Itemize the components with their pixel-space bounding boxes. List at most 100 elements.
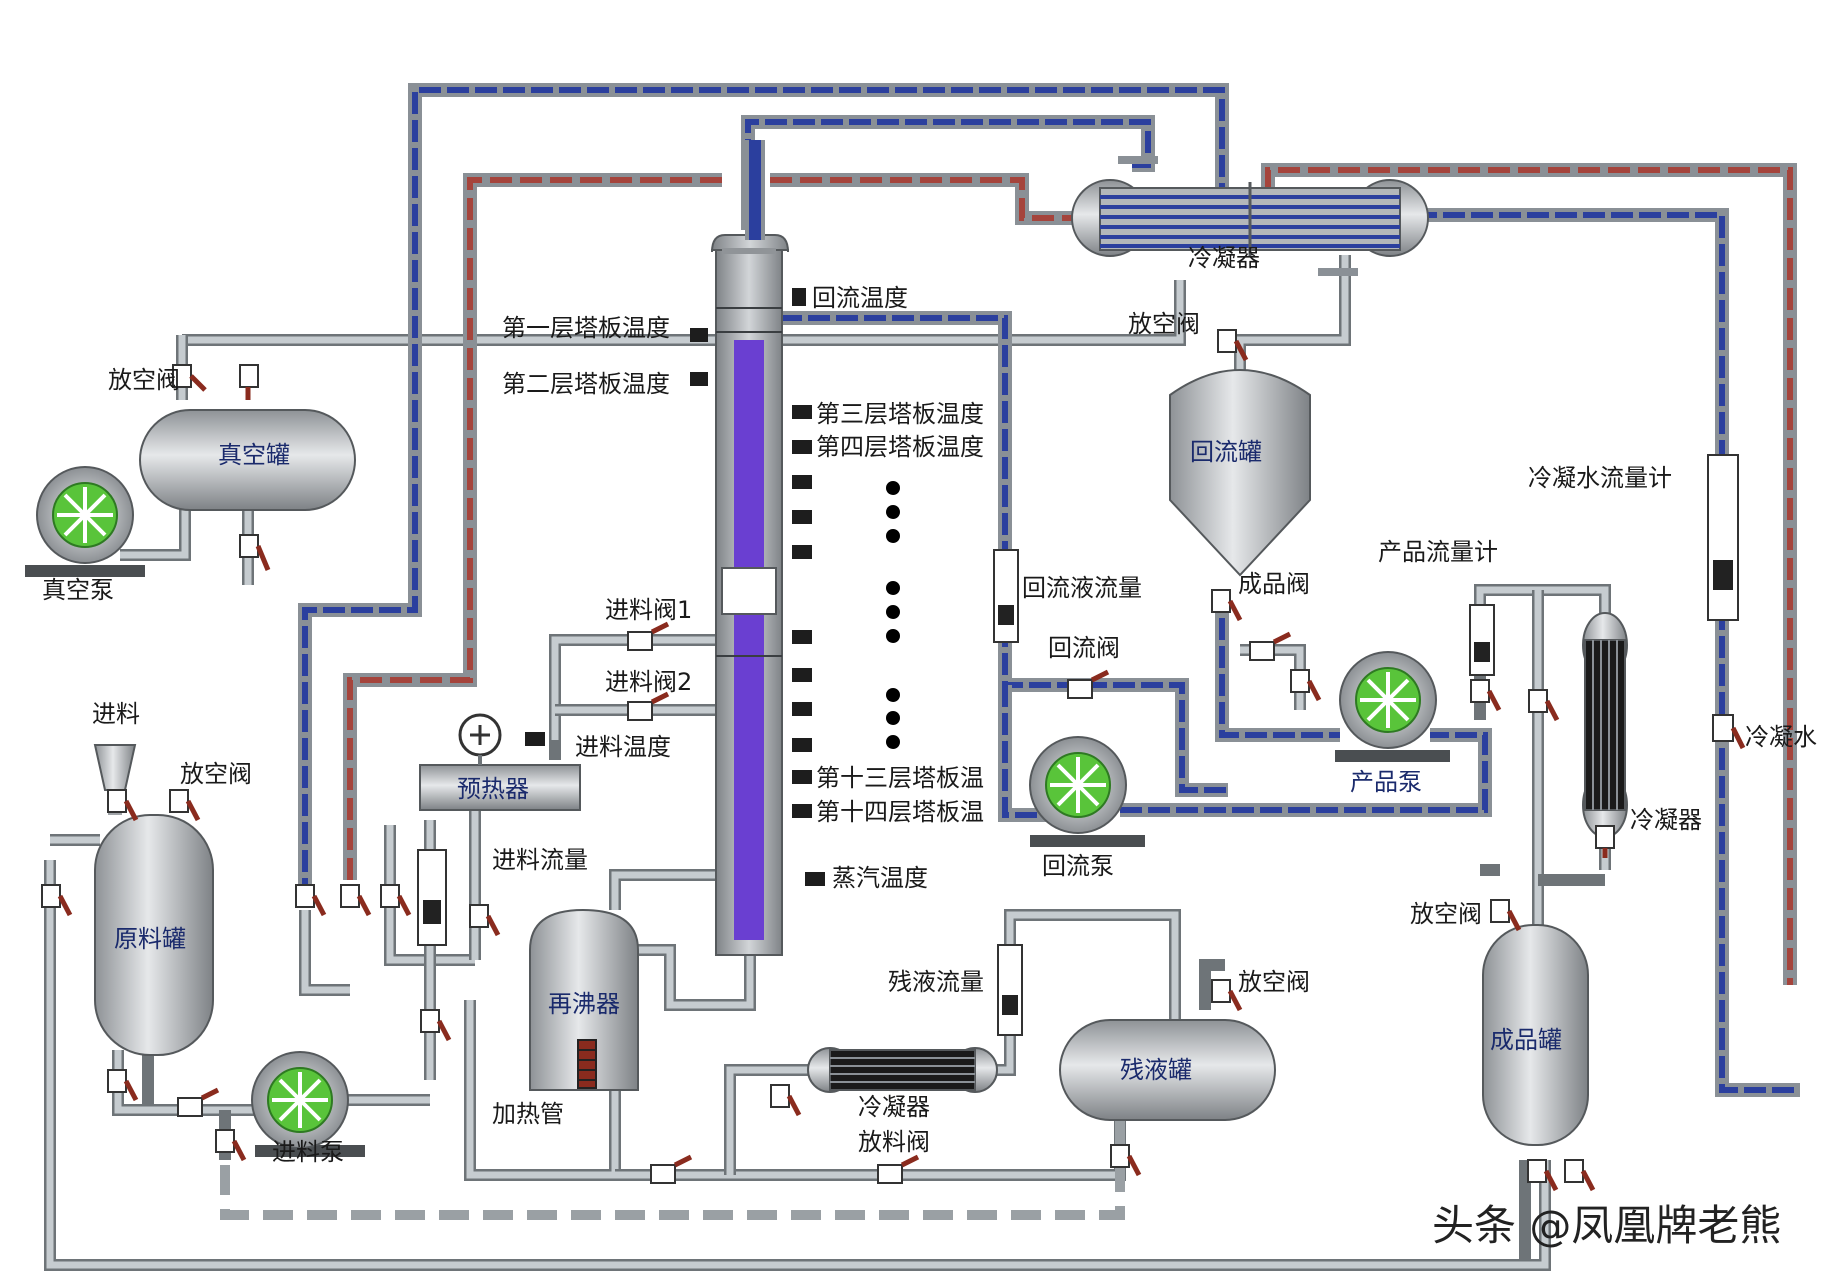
product-pump[interactable]: 产品泵 xyxy=(1335,651,1450,796)
thermometer-icon xyxy=(690,328,708,342)
reboiler: 再沸器 加热管 xyxy=(492,908,639,1128)
valve-icon[interactable] xyxy=(420,1009,452,1042)
vent-valve-label-raw: 放空阀 xyxy=(180,760,252,788)
feed-valve-1-label: 进料阀1 xyxy=(605,596,692,624)
valve-icon[interactable] xyxy=(1712,714,1746,750)
valves[interactable] xyxy=(41,329,1746,1192)
valve-icon[interactable] xyxy=(1110,1144,1142,1177)
residue-tank: 残液罐 xyxy=(1059,1019,1276,1121)
valve-icon[interactable] xyxy=(1211,589,1243,622)
valve-icon[interactable] xyxy=(1527,1159,1559,1192)
cooling-water-label: 冷凝水 xyxy=(1745,723,1817,751)
raw-tank-label: 原料罐 xyxy=(114,925,186,953)
product-condenser: 冷凝器 xyxy=(1582,612,1702,838)
heating-tube-label: 加热管 xyxy=(492,1100,564,1128)
pump-icon xyxy=(1050,757,1106,813)
tray13-temp-label: 第十三层塔板温 xyxy=(816,764,984,792)
valve-icon[interactable] xyxy=(177,1087,220,1117)
preheater-label: 预热器 xyxy=(457,775,529,803)
reflux-flowmeter xyxy=(993,549,1019,643)
feed-pump[interactable]: 进料泵 xyxy=(251,1051,365,1166)
valve-icon[interactable] xyxy=(627,621,670,651)
pressure-gauge-icon xyxy=(458,713,502,765)
thermometer-icon xyxy=(792,440,812,454)
valve-icon[interactable] xyxy=(340,884,372,917)
vent-valve-label-vacuum: 放空阀 xyxy=(108,366,180,394)
valve-icon[interactable] xyxy=(107,1069,139,1102)
vent-valve-label-reflux: 放空阀 xyxy=(1128,310,1200,338)
residue-condenser: 冷凝器 xyxy=(807,1047,998,1121)
valve-icon[interactable] xyxy=(295,884,327,917)
valve-icon[interactable] xyxy=(469,904,501,937)
reflux-liquid-flow-label: 回流液流量 xyxy=(1022,574,1142,602)
vacuum-pump-label: 真空泵 xyxy=(42,576,114,604)
preheater: 预热器 xyxy=(419,713,581,811)
valve-icon[interactable] xyxy=(1595,825,1615,858)
valve-icon[interactable] xyxy=(877,1154,920,1184)
valve-icon[interactable] xyxy=(1528,689,1560,722)
tray4-temp-label: 第四层塔板温度 xyxy=(816,433,984,461)
valve-icon[interactable] xyxy=(1470,679,1502,712)
valve-icon[interactable] xyxy=(107,789,139,822)
valve-icon[interactable] xyxy=(1290,669,1322,702)
feed-flowmeter xyxy=(417,849,447,946)
reflux-temp-label: 回流温度 xyxy=(812,284,908,312)
product-condenser-label: 冷凝器 xyxy=(1630,806,1702,834)
distillation-column xyxy=(711,140,789,956)
vacuum-tank: 真空罐 xyxy=(139,409,356,511)
raw-material-tank: 原料罐 xyxy=(94,814,214,1056)
feed-pump-label: 进料泵 xyxy=(272,1138,344,1166)
thermometer-icon xyxy=(792,702,812,716)
valve-icon[interactable] xyxy=(1211,979,1243,1012)
watermark: 头条 @凤凰牌老熊 xyxy=(1432,1201,1781,1250)
reflux-pump[interactable]: 回流泵 xyxy=(1029,736,1145,880)
valve-icon[interactable] xyxy=(215,1129,247,1162)
vacuum-pump[interactable]: 真空泵 xyxy=(25,466,145,604)
valve-icon[interactable] xyxy=(172,364,207,392)
valve-icon[interactable] xyxy=(380,884,412,917)
thermometer-icon xyxy=(792,545,812,559)
thermometer-icon xyxy=(792,630,812,644)
tray3-temp-label: 第三层塔板温度 xyxy=(816,400,984,428)
product-flowmeter xyxy=(1469,604,1495,676)
valve-icon[interactable] xyxy=(169,789,201,822)
feed-temp-label: 进料温度 xyxy=(575,733,671,761)
pipes-hot xyxy=(343,163,1797,985)
residue-flow-label: 残液流量 xyxy=(888,968,984,996)
valve-icon[interactable] xyxy=(41,884,73,917)
valve-icon[interactable] xyxy=(650,1154,693,1184)
tray14-temp-label: 第十四层塔板温 xyxy=(816,798,984,826)
thermometer-icon xyxy=(792,804,812,818)
reflux-tank-label: 回流罐 xyxy=(1190,438,1262,466)
valve-icon[interactable] xyxy=(627,691,670,721)
thermometer-icon xyxy=(805,872,825,886)
top-condenser-label: 冷凝器 xyxy=(1188,244,1260,272)
valve-icon[interactable] xyxy=(239,534,271,571)
thermometer-icon xyxy=(792,288,806,306)
reflux-valve-label: 回流阀 xyxy=(1048,634,1120,662)
thermometer-icon xyxy=(792,405,812,419)
valve-icon[interactable] xyxy=(1564,1159,1596,1192)
pump-icon xyxy=(1360,672,1416,728)
feed-label: 进料 xyxy=(92,700,140,728)
residue-flowmeter xyxy=(997,944,1023,1036)
residue-condenser-label: 冷凝器 xyxy=(858,1093,930,1121)
temperature-sensors xyxy=(525,288,825,886)
reflux-pump-label: 回流泵 xyxy=(1042,852,1114,880)
valve-icon[interactable] xyxy=(770,1084,802,1117)
steam-temp-label: 蒸汽温度 xyxy=(832,864,928,892)
pump-icon xyxy=(57,487,113,543)
product-valve-label: 成品阀 xyxy=(1238,570,1310,598)
valve-icon[interactable] xyxy=(1249,631,1292,661)
valve-icon[interactable] xyxy=(239,364,259,400)
valve-icon[interactable] xyxy=(1217,329,1249,362)
valve-icon[interactable] xyxy=(1490,899,1522,932)
reflux-tank: 回流罐 xyxy=(1169,369,1311,577)
thermometer-icon xyxy=(792,770,812,784)
vent-valve-label-product: 放空阀 xyxy=(1410,900,1482,928)
thermometer-icon xyxy=(792,475,812,489)
valve-icon[interactable] xyxy=(1067,669,1110,699)
pump-icon xyxy=(272,1072,328,1128)
tray2-temp-label: 第二层塔板温度 xyxy=(502,370,670,398)
